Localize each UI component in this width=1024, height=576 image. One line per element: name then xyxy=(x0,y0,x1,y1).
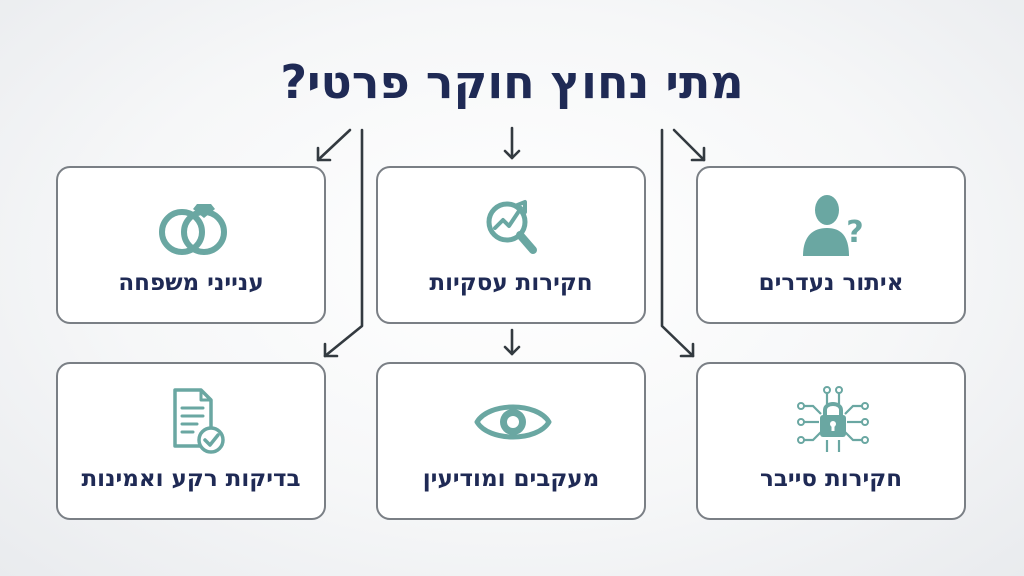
arrowhead-left-bottom xyxy=(323,342,339,358)
card-surveillance-intelligence: מעקבים ומודיעין xyxy=(376,362,646,520)
rings-icon xyxy=(159,204,227,255)
arrowhead-right-bottom xyxy=(679,342,695,358)
arrowhead-right-top xyxy=(690,146,706,162)
card-label: מעקבים ומודיעין xyxy=(422,466,600,492)
magnifier-chart-icon xyxy=(486,200,537,254)
card-cyber-investigations: חקירות סייבר xyxy=(696,362,966,520)
card-missing-persons: ? איתור נעדרים xyxy=(696,166,966,324)
connector-right-trunk xyxy=(660,128,695,358)
arrowhead-mid-top xyxy=(503,149,521,160)
card-label: חקירות סייבר xyxy=(759,466,903,492)
card-label: בדיקות רקע ואמינות xyxy=(81,466,301,492)
document-check-icon xyxy=(173,388,225,454)
card-label: ענייני משפחה xyxy=(118,270,264,296)
card-background-checks: בדיקות רקע ואמינות xyxy=(56,362,326,520)
arrowhead-mid-bottom xyxy=(503,345,521,356)
card-business-investigations: חקירות עסקיות xyxy=(376,166,646,324)
svg-text:?: ? xyxy=(846,215,863,250)
card-label: איתור נעדרים xyxy=(758,270,904,296)
eye-icon xyxy=(474,404,552,440)
circuit-lock-icon xyxy=(797,386,869,452)
arrowhead-left-top xyxy=(316,146,332,162)
card-label: חקירות עסקיות xyxy=(429,270,593,296)
card-family-matters: ענייני משפחה xyxy=(56,166,326,324)
connector-right-top-arrow xyxy=(672,128,706,162)
connector-left-trunk xyxy=(323,128,364,358)
connector-left-top-arrow xyxy=(316,128,352,162)
person-question-icon: ? xyxy=(803,195,864,256)
page-title: מתי נחוץ חוקר פרטי? xyxy=(280,55,744,109)
